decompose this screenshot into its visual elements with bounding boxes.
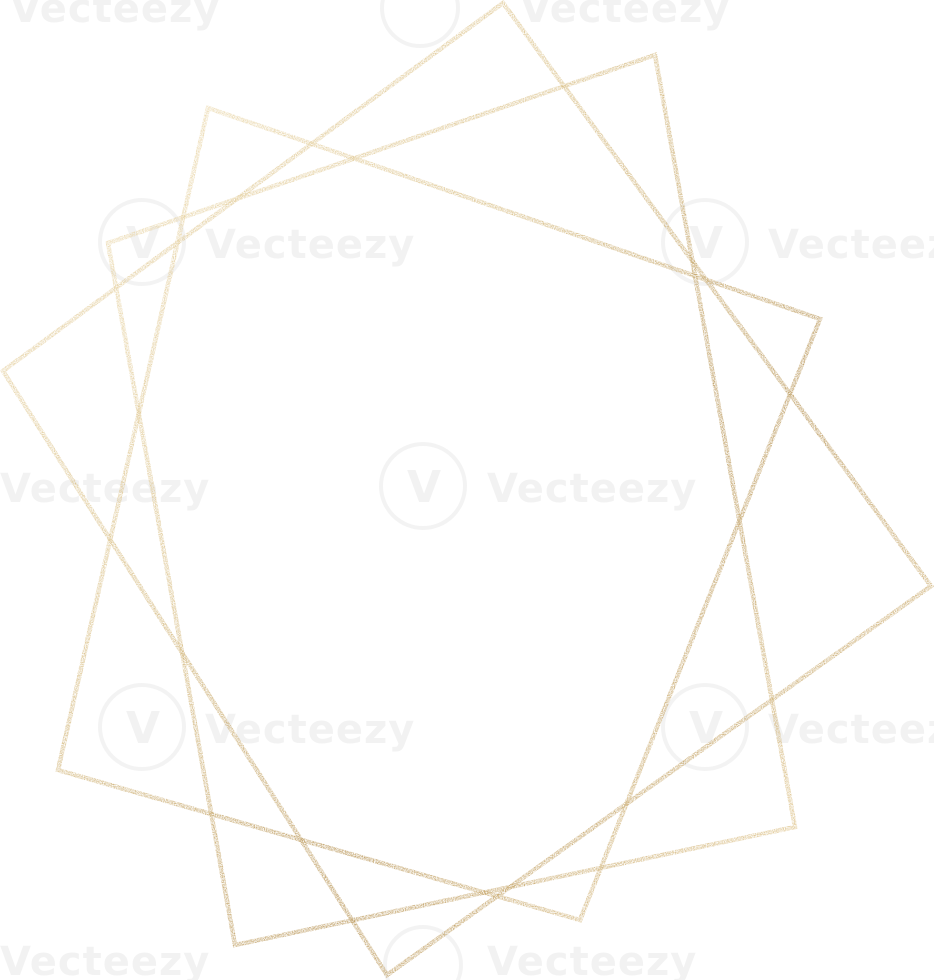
watermark-text: Vecteezy bbox=[487, 939, 697, 980]
watermark-badge-icon bbox=[380, 0, 460, 48]
watermark-badge-icon bbox=[661, 683, 749, 771]
watermark-row-4: V Vecteezy V Vecteezy bbox=[98, 683, 934, 771]
watermark-row-2: V Vecteezy V Vecteezy bbox=[98, 198, 934, 286]
watermark-row-5: Vecteezy Vecteezy bbox=[0, 925, 697, 980]
frame-square-c bbox=[55, 105, 823, 923]
watermark-badge-icon bbox=[383, 925, 463, 980]
frame-square-b bbox=[105, 52, 798, 948]
watermark-badge-icon bbox=[98, 198, 186, 286]
watermark-badge-icon bbox=[379, 442, 467, 530]
watermark-text: Vecteezy bbox=[768, 707, 934, 753]
watermark-top-left: Vecteezy bbox=[10, 0, 220, 32]
watermark-text: Vecteezy bbox=[768, 222, 934, 268]
watermark-text: Vecteezy bbox=[205, 222, 415, 268]
watermark-text: Vecteezy bbox=[487, 466, 697, 512]
watermark-badge-icon bbox=[98, 683, 186, 771]
watermark-text: Vecteezy bbox=[205, 707, 415, 753]
watermark-glyph: V bbox=[407, 462, 441, 513]
watermark-top-center: Vecteezy bbox=[380, 0, 730, 48]
watermark-text: Vecteezy bbox=[10, 0, 220, 32]
watermark-text: Vecteezy bbox=[0, 466, 210, 512]
watermark-text: Vecteezy bbox=[520, 0, 730, 32]
watermark-badge-icon bbox=[661, 198, 749, 286]
watermark-row-3: Vecteezy V Vecteezy bbox=[0, 442, 697, 530]
watermark-glyph: V bbox=[126, 703, 160, 754]
watermark-text: Vecteezy bbox=[0, 939, 210, 980]
